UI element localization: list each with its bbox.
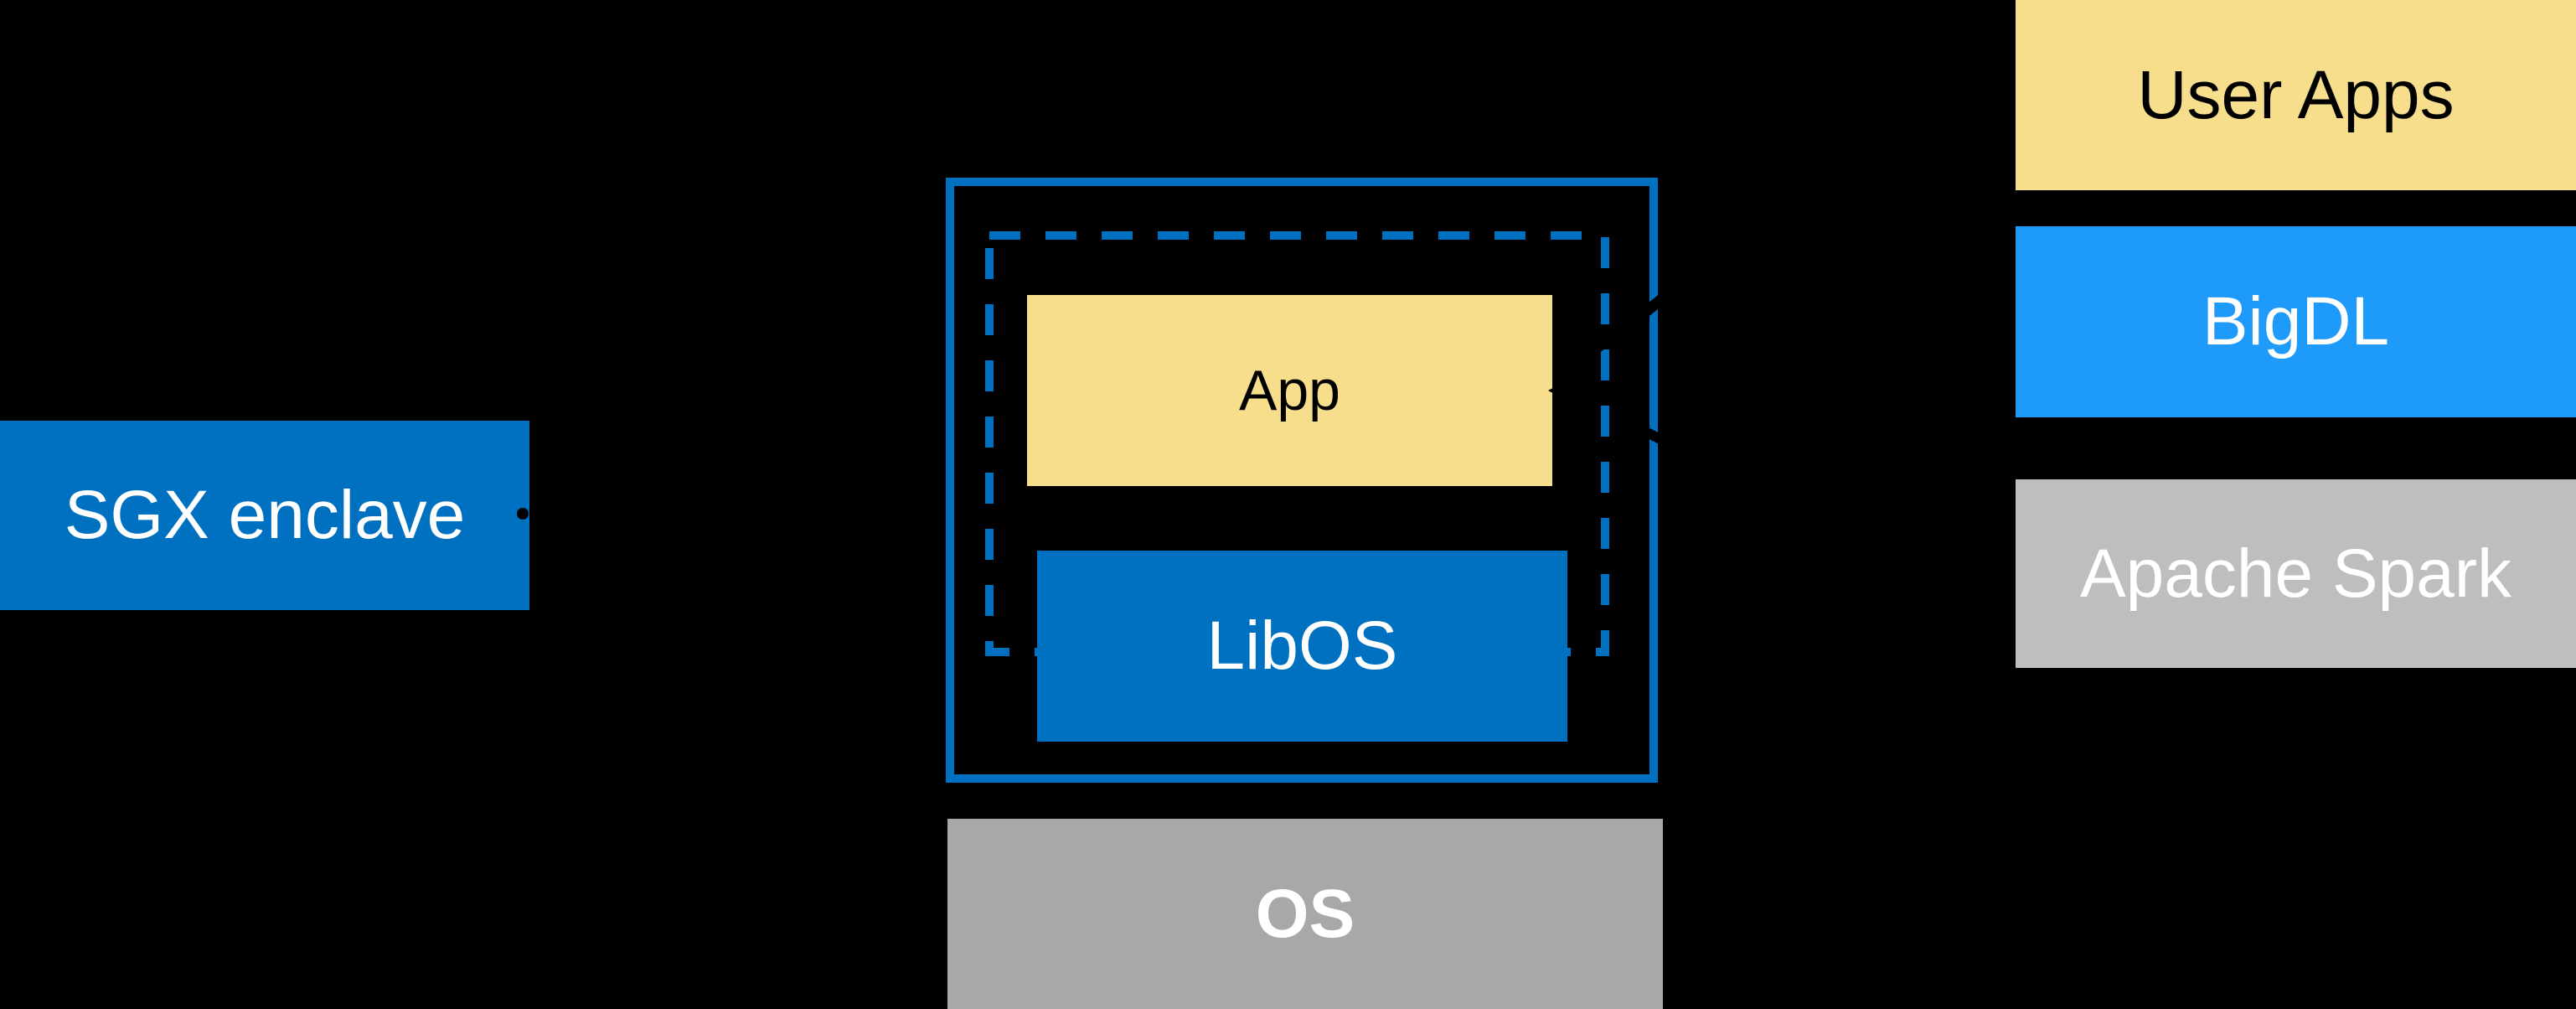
enclave-dashed-boundary <box>985 231 1609 656</box>
apache-spark-label: Apache Spark <box>2079 535 2512 612</box>
spark-box: Apache Spark <box>2016 479 2576 668</box>
libos-label: LibOS <box>1206 608 1398 684</box>
user-apps-box: User Apps <box>2016 0 2576 190</box>
bigdl-box: BigDL <box>2016 226 2576 417</box>
enclave-outer-box <box>946 178 1658 783</box>
user-apps-label: User Apps <box>2137 56 2455 133</box>
arrow-notch-lower-solid <box>1634 422 1671 448</box>
arrow-notch-upper-solid <box>1634 289 1672 323</box>
os-label: OS <box>1255 875 1355 952</box>
bigdl-label: BigDL <box>2202 283 2390 360</box>
arrowhead-at-sgx-icon <box>517 508 529 520</box>
arrowhead-into-app-icon <box>1548 380 1568 401</box>
sgx-enclave-box: SGX enclave <box>0 421 529 610</box>
arrow-notch-dashed <box>1587 324 1624 358</box>
app-box: App <box>1027 295 1552 486</box>
os-box: OS <box>947 819 1663 1009</box>
app-label: App <box>1239 359 1340 422</box>
sgx-enclave-label: SGX enclave <box>64 477 466 553</box>
libos-box: LibOS <box>1037 551 1567 742</box>
